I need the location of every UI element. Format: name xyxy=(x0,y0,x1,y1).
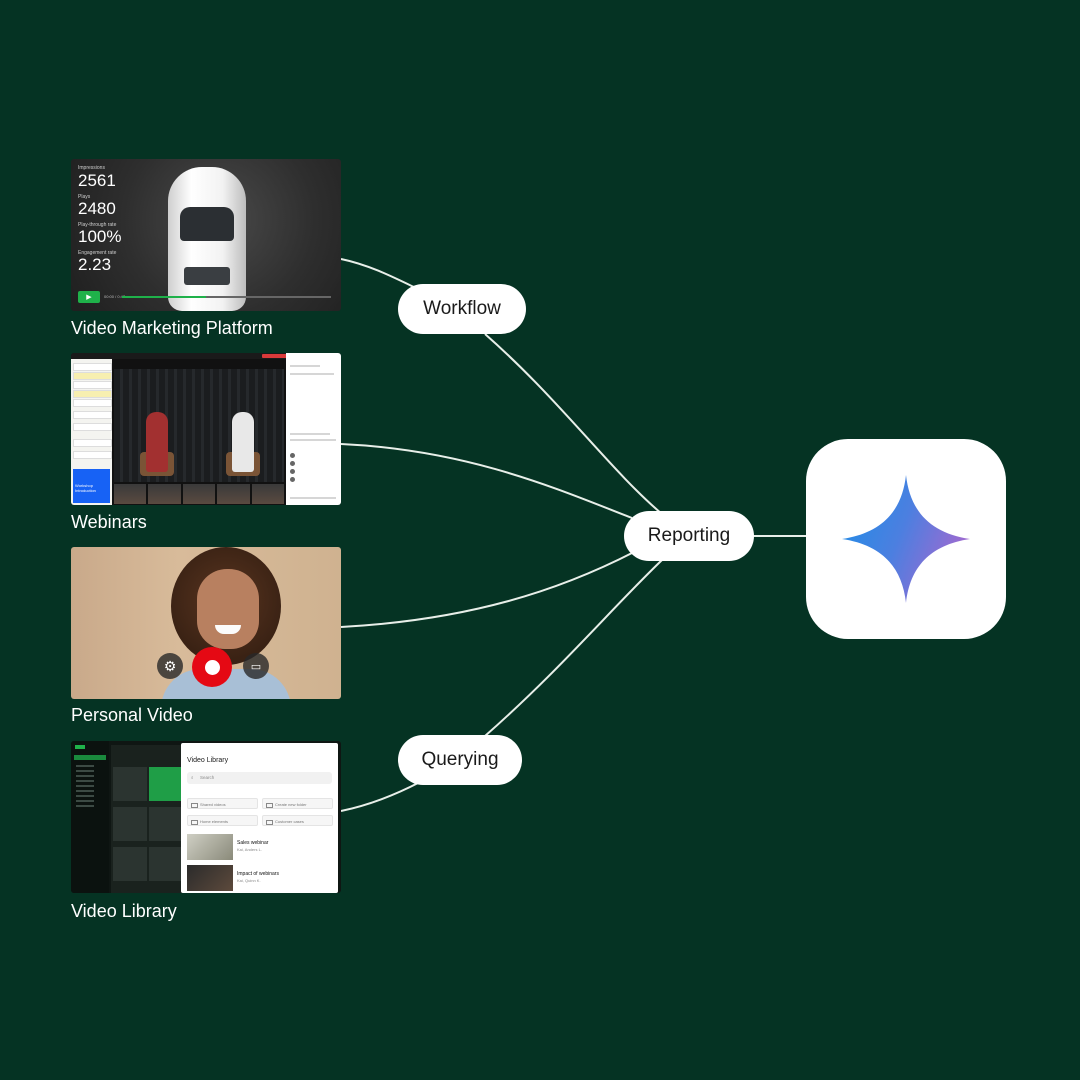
folder-chip[interactable]: Home elements xyxy=(187,815,258,826)
library-grid xyxy=(111,745,185,893)
search-input[interactable]: ⌕ Search xyxy=(187,772,332,784)
folder-icon xyxy=(191,802,198,808)
stat-label: Plays xyxy=(78,194,91,200)
search-icon: ⌕ xyxy=(191,775,194,780)
querying-node: Querying xyxy=(398,735,522,785)
stat-value: 2480 xyxy=(78,199,116,218)
webinars-thumbnail[interactable]: Workshop Introduction xyxy=(71,353,341,505)
personal-video-thumbnail[interactable]: ⚙ ▭ xyxy=(71,547,341,699)
attendee-tiles xyxy=(114,484,285,504)
timecode: 00:00 / 0:47 xyxy=(104,294,126,299)
link-library-to-querying xyxy=(340,781,421,812)
car-image xyxy=(168,167,246,311)
link-personal-to-reporting xyxy=(340,551,635,628)
video-subtitle: Kai, Anders L. xyxy=(237,847,262,852)
record-button[interactable] xyxy=(192,647,232,687)
video-playbar: ▶ 00:00 / 0:47 xyxy=(78,291,331,303)
stat-value: 100% xyxy=(78,227,122,246)
webinar-topbar xyxy=(71,353,341,359)
progress-fill xyxy=(122,296,206,298)
video-marketing-platform-thumbnail[interactable]: Impressions 2561 Plays 2480 Play-through… xyxy=(71,159,341,311)
leave-button[interactable] xyxy=(262,354,292,358)
link-workflow-to-reporting xyxy=(484,333,663,515)
caption-personal-video: Personal Video xyxy=(71,705,193,725)
stat-label: Play-through rate xyxy=(78,222,117,228)
stat-value: 2.23 xyxy=(78,255,112,274)
screen-share-icon[interactable]: ▭ xyxy=(243,653,269,679)
link-marketing-to-workflow xyxy=(340,258,421,291)
ai-assistant-hub xyxy=(806,439,1006,639)
link-querying-to-reporting xyxy=(484,559,663,737)
reporting-node: Reporting xyxy=(624,511,754,561)
stat-label: Impressions xyxy=(78,165,105,171)
video-title: Impact of webinars xyxy=(237,871,279,877)
folder-icon xyxy=(266,819,273,825)
video-thumbnail xyxy=(187,834,233,860)
webinar-left-panel: Workshop Introduction xyxy=(71,359,112,505)
folder-icon xyxy=(191,819,198,825)
video-thumbnail xyxy=(187,865,233,891)
speaker-1 xyxy=(146,412,168,472)
play-button[interactable]: ▶ xyxy=(78,291,100,303)
video-library-modal: Video Library ⌕ Search Shared videos Cre… xyxy=(181,743,338,893)
folder-chip[interactable]: Create new folder xyxy=(262,798,333,809)
caption-webinars: Webinars xyxy=(71,512,147,532)
promo-text: Workshop Introduction xyxy=(75,483,96,493)
video-list-item[interactable]: Sales webinar Kai, Anders L. xyxy=(187,834,335,860)
modal-title: Video Library xyxy=(187,757,229,764)
webinar-stage-video xyxy=(114,369,284,482)
search-placeholder: Search xyxy=(200,775,215,780)
sparkle-star-icon xyxy=(842,475,970,603)
link-webinars-to-reporting xyxy=(340,443,633,519)
speaker-2 xyxy=(232,412,254,472)
promo-card[interactable]: Workshop Introduction xyxy=(73,469,110,503)
caption-video-library: Video Library xyxy=(71,901,177,921)
progress-track[interactable] xyxy=(122,296,331,298)
gear-icon[interactable]: ⚙ xyxy=(157,653,183,679)
video-subtitle: Kai, Quinn K. xyxy=(237,878,261,883)
stat-label: Engagement rate xyxy=(78,250,117,256)
stat-value: 2561 xyxy=(78,171,116,190)
folder-chip[interactable]: Shared videos xyxy=(187,798,258,809)
caption-video-marketing-platform: Video Marketing Platform xyxy=(71,318,273,338)
video-library-thumbnail[interactable]: Video Library ⌕ Search Shared videos Cre… xyxy=(71,741,341,893)
person-face xyxy=(197,569,259,649)
video-list-item[interactable]: Impact of webinars Kai, Quinn K. xyxy=(187,865,335,891)
folder-chip[interactable]: Customer cases xyxy=(262,815,333,826)
workflow-node: Workflow xyxy=(398,284,526,334)
library-sidebar xyxy=(71,741,109,893)
webinar-chat-panel xyxy=(286,353,341,505)
video-title: Sales webinar xyxy=(237,840,269,846)
folder-icon xyxy=(266,802,273,808)
